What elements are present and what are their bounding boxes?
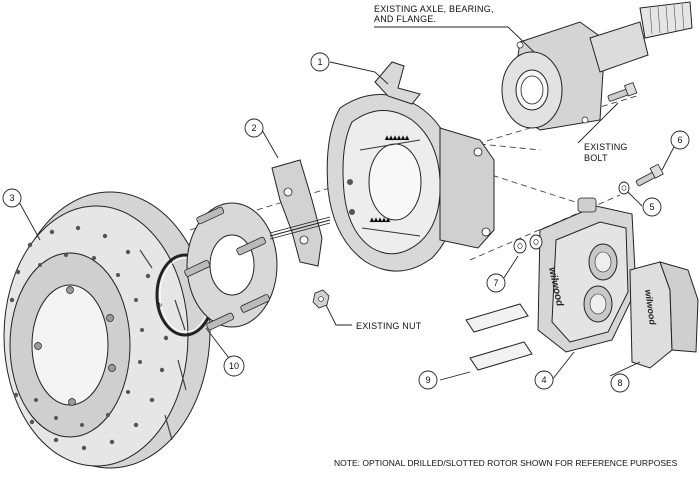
callout-2-number: 2 [251,123,256,133]
existing-bolt [607,82,638,102]
caliper-shims [465,303,533,371]
callout-7: 7 [486,273,506,293]
callout-7-number: 7 [493,278,498,288]
hub-adapter-with-studs [184,202,278,331]
callout-10: 10 [223,355,245,377]
callout-3-number: 3 [9,193,14,203]
brake-pad: wilwood [629,261,699,369]
callout-2: 2 [244,118,264,138]
nut-label: EXISTING NUT [356,321,422,331]
axle-label-line2: AND FLANGE. [374,14,436,24]
bolt-label-line2: BOLT [584,153,608,163]
callout-4-number: 4 [541,375,546,385]
rotor-slots [139,249,187,441]
leader-lines [17,26,677,381]
callout-9: 9 [418,370,438,390]
axle-label-line1: EXISTING AXLE, BEARING, [374,4,494,14]
callout-9-number: 9 [425,375,430,385]
callout-6: 6 [670,130,690,150]
axle-shaft [269,219,331,237]
callout-5: 5 [642,197,662,217]
shim-washers [513,234,543,254]
wilwood-caliper: wilwood [537,197,637,353]
bolt-label-line1: EXISTING [584,142,628,152]
rotor-lug-holes [34,286,116,406]
footnote: NOTE: OPTIONAL DRILLED/SLOTTED ROTOR SHO… [334,458,678,468]
drilled-slotted-rotor [3,191,211,469]
parking-brake-assembly [326,61,495,272]
existing-axle-housing [501,1,693,131]
callout-4: 4 [534,370,554,390]
callout-5-number: 5 [649,202,654,212]
pad-logo-text: wilwood [643,289,658,326]
mounting-washer [618,181,630,195]
callout-1-number: 1 [317,57,322,67]
callout-6-number: 6 [677,135,682,145]
callout-1: 1 [310,52,330,72]
callout-10-number: 10 [229,361,239,371]
existing-nut [312,289,330,309]
mounting-bolt [635,163,664,187]
callout-3: 3 [2,188,22,208]
bracket-plate [271,159,323,267]
callout-8-number: 8 [617,378,622,388]
callout-8: 8 [610,373,630,393]
